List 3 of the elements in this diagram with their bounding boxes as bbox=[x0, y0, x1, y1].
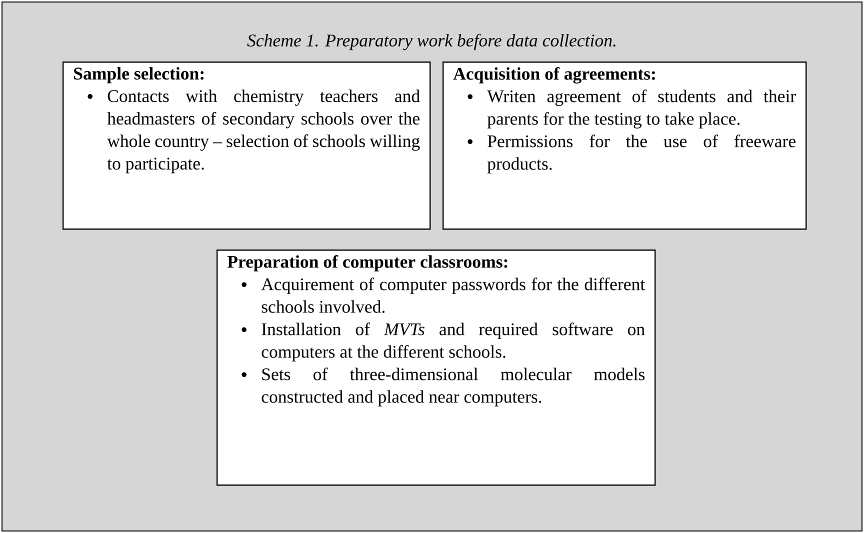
text-box: Acquisition of agreements: Writen agreement of students and their parents for the testing to take place. Permissions for the use of freeware products. bbox=[442, 62, 807, 230]
text-box: Sample selection: Contacts with chemistry teachers and headmasters of secondary schools over the whole country – selection of schools willing to participate. bbox=[62, 62, 431, 230]
text-box: Preparation of computer classrooms: Acquirement of computer passwords for the different schools involved. Installation of MVTs and required software on computers at the different schools. Sets of three-dimensional molecular models constructed and placed near computers. bbox=[216, 250, 656, 486]
